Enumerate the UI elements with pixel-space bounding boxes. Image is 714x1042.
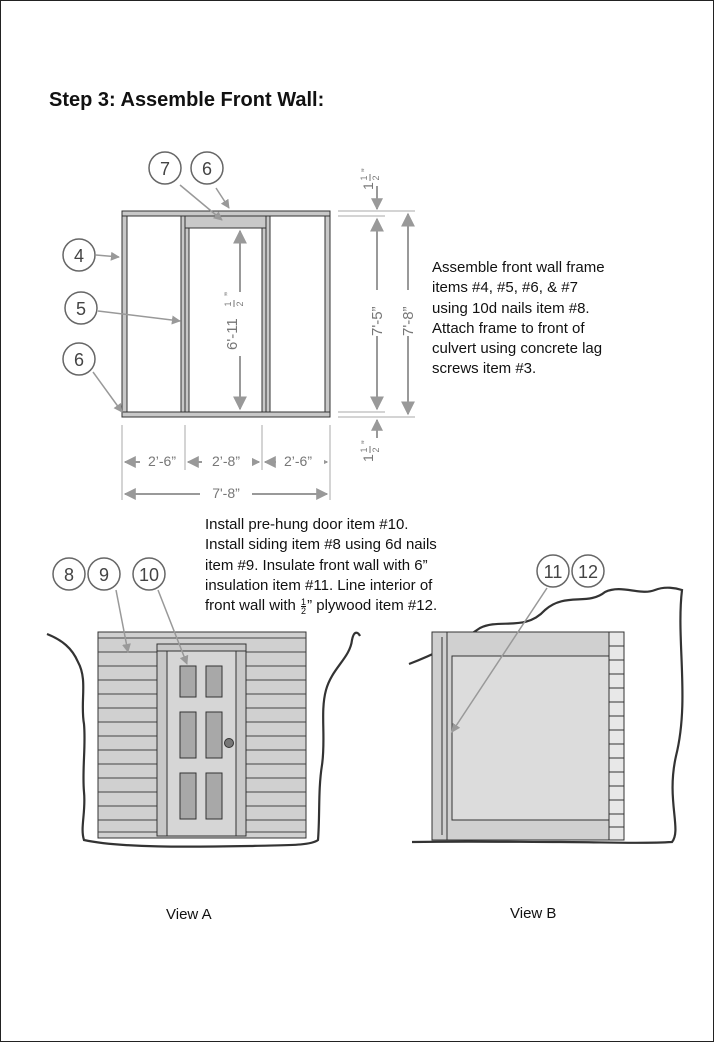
door-left-trim — [156, 650, 168, 837]
right-king-stud — [265, 215, 271, 413]
callout-5-label: 5 — [76, 299, 86, 319]
left-width-label: 2’-6” — [148, 453, 176, 469]
callout-8 — [52, 557, 86, 591]
plywood-lining — [431, 631, 448, 841]
view-a-caption: View A — [166, 906, 212, 923]
note-line: item #9. Insulate front wall with 6” — [205, 556, 428, 574]
callout-6-bottom — [62, 342, 96, 376]
callout-6-top — [190, 151, 224, 185]
page-title: Step 3: Assemble Front Wall: — [49, 89, 325, 111]
plate-top-quote: ” — [360, 168, 372, 172]
view-a-drawing: 8 9 10 — [46, 557, 361, 848]
outer-height-label: 7'-8” — [400, 306, 417, 336]
note-prefix: front wall with — [205, 597, 301, 615]
opening-height-fraction-den: 2 — [235, 301, 245, 306]
view-a-earth-outline — [46, 631, 361, 848]
view-b-drawing: 11 12 — [408, 554, 684, 844]
door-head-trim — [156, 643, 247, 652]
plate-bottom-den: 2 — [371, 447, 381, 452]
callout-11-label: 11 — [544, 562, 563, 582]
note-line: Install siding item #8 using 6d nails — [205, 536, 437, 554]
plate-bottom-num: 1 — [359, 447, 369, 452]
callout-11 — [536, 554, 570, 588]
door-panel — [205, 772, 223, 820]
callout-7-label: 7 — [160, 159, 170, 179]
right-jack-stud — [261, 227, 267, 413]
bottom-plate — [121, 411, 331, 418]
note-line: screws item #3. — [432, 360, 537, 378]
door-panel — [205, 711, 223, 759]
left-jack-stud — [184, 227, 190, 413]
siding-edge — [608, 631, 625, 841]
right-width-label: 2’-6” — [284, 453, 312, 469]
callout-4 — [62, 238, 96, 272]
front-wall-frame — [121, 210, 331, 418]
left-king-stud — [180, 215, 186, 413]
step-note-finish: Install pre-hung door item #10. Install … — [205, 515, 437, 616]
callout-4-label: 4 — [74, 246, 84, 266]
total-width-label: 7'-8” — [212, 485, 240, 501]
door-panel — [179, 711, 197, 759]
note-line: culvert using concrete lag — [432, 340, 603, 358]
opening-height-label: 6'-11 — [224, 318, 241, 350]
door-right-trim — [235, 650, 247, 837]
plate-top-den: 2 — [371, 175, 381, 180]
view-b-caption: View B — [510, 905, 557, 922]
callout-5 — [64, 291, 98, 325]
note-line: Assemble front wall frame — [432, 259, 605, 276]
right-end-stud — [324, 215, 331, 413]
extension-lines — [121, 210, 415, 500]
callout-9-label: 9 — [99, 565, 109, 585]
door-panel — [179, 665, 197, 698]
callout-6-top-label: 6 — [202, 159, 212, 179]
door-knob — [224, 738, 234, 748]
door-unit — [156, 643, 247, 837]
door-panel — [179, 772, 197, 820]
callout-12 — [571, 554, 605, 588]
frame-callouts: 7 6 4 5 6 — [62, 151, 230, 413]
middle-width-label: 2’-8” — [212, 453, 240, 469]
callout-8-label: 8 — [64, 565, 74, 585]
insulation-panel — [451, 655, 610, 821]
fraction-numerator: 1 — [301, 596, 307, 607]
callout-10-label: 10 — [139, 565, 159, 585]
callout-7 — [148, 151, 182, 185]
door-panel — [205, 665, 223, 698]
plate-bottom-label: 1 — [360, 454, 376, 462]
callout-12-label: 12 — [578, 562, 598, 582]
top-plate — [121, 210, 331, 217]
fraction-denominator: 2 — [301, 605, 307, 616]
note-line: insulation item #11. Line interior of — [205, 576, 433, 594]
plate-top-num: 1 — [359, 175, 369, 180]
note-line: items #4, #5, #6, & #7 — [432, 279, 578, 297]
callout-9 — [87, 557, 121, 591]
callout-10 — [132, 557, 166, 591]
callout-6-bottom-label: 6 — [74, 350, 84, 370]
opening-height-fraction-num: 1 — [223, 301, 233, 306]
plate-top-label: 1 — [360, 182, 376, 190]
opening-height-quote: ” — [222, 292, 236, 296]
note-line: using 10d nails item #8. — [432, 299, 590, 317]
note-line: Attach frame to front of — [432, 319, 585, 337]
inner-height-label: 7'-5” — [369, 306, 386, 336]
step-note-frame: Assemble front wall frame items #4, #5, … — [432, 258, 605, 380]
header — [184, 215, 267, 229]
plate-bottom-quote: ” — [360, 440, 372, 444]
note-suffix: ” plywood item #12. — [307, 597, 438, 615]
note-line: Install pre-hung door item #10. — [205, 516, 409, 533]
